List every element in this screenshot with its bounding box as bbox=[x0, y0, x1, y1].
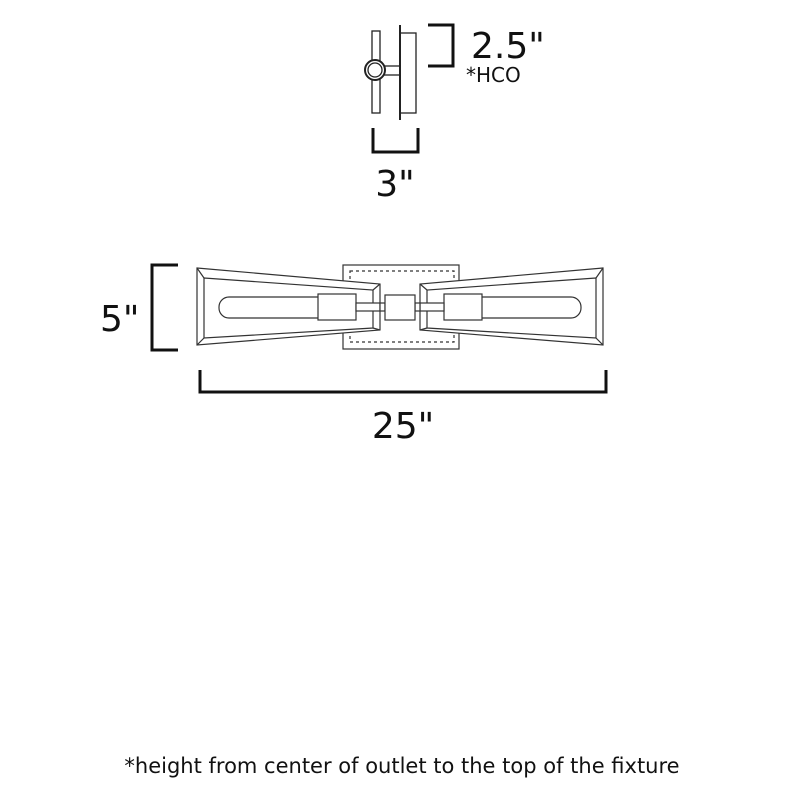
center-block bbox=[384, 294, 416, 321]
front-height-label: 5" bbox=[100, 299, 139, 340]
width-label: 25" bbox=[372, 406, 434, 447]
height-bracket-side bbox=[428, 23, 455, 68]
right-bulb bbox=[470, 296, 582, 319]
width-bracket bbox=[198, 370, 608, 394]
height-bracket-front bbox=[150, 263, 178, 352]
hco-note: *HCO bbox=[466, 63, 521, 87]
depth-label: 3" bbox=[375, 164, 414, 205]
front-view-drawing bbox=[196, 264, 604, 350]
socket-inner bbox=[367, 62, 383, 78]
right-socket bbox=[443, 293, 483, 321]
right-shade bbox=[419, 267, 604, 346]
footnote: *height from center of outlet to the top… bbox=[124, 754, 679, 778]
depth-bracket bbox=[371, 128, 420, 154]
side-view-drawing bbox=[364, 25, 417, 120]
left-bulb bbox=[218, 296, 330, 319]
backplate-profile bbox=[399, 32, 417, 114]
side-height-label: 2.5" bbox=[471, 26, 545, 67]
left-shade bbox=[196, 267, 381, 346]
left-socket bbox=[317, 293, 357, 321]
